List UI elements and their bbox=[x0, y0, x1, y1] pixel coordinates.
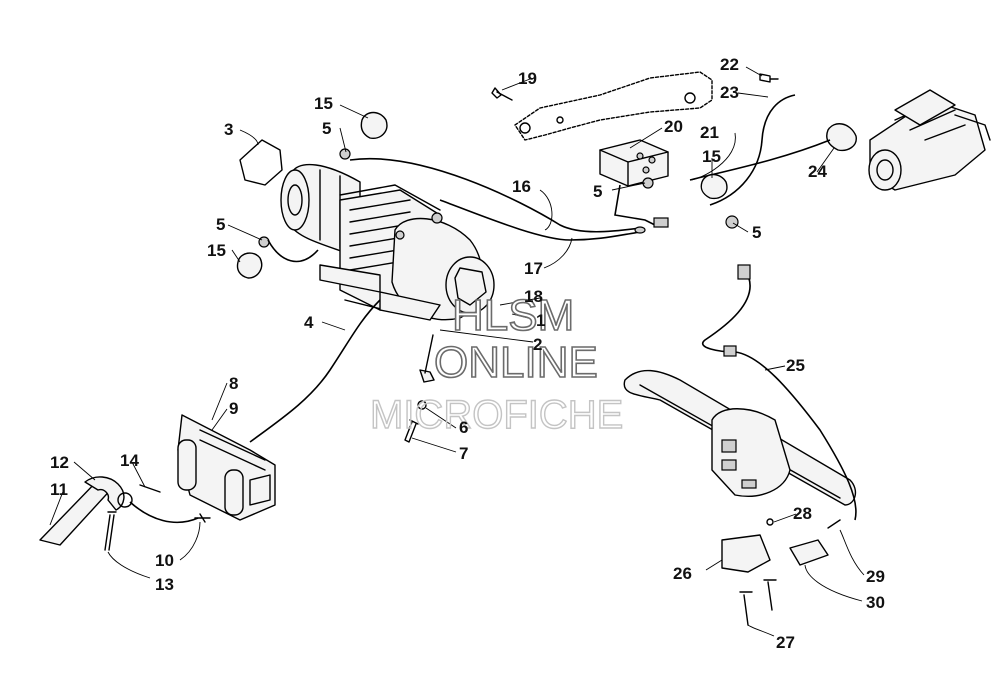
harness-plug-mid bbox=[723, 345, 737, 357]
callout-26: 26 bbox=[673, 564, 692, 583]
watermark: HLSM ONLINE MICROFICHE bbox=[369, 290, 624, 438]
nut-5-right bbox=[725, 215, 739, 229]
pin-14 bbox=[139, 484, 161, 493]
terminal-22 bbox=[759, 73, 779, 83]
callout-24: 24 bbox=[808, 162, 827, 181]
harness-connector bbox=[653, 217, 669, 228]
roller-fairlead bbox=[177, 414, 276, 521]
cable-end-16 bbox=[634, 226, 646, 234]
cable-4 bbox=[249, 299, 381, 443]
nut-5-upper-left bbox=[339, 148, 351, 160]
cable-23 bbox=[709, 94, 796, 206]
contactor-box bbox=[599, 139, 669, 187]
callout-18: 18 bbox=[524, 287, 543, 306]
screw-27a bbox=[739, 591, 753, 626]
callout-20: 20 bbox=[664, 117, 683, 136]
hook-12 bbox=[84, 476, 125, 511]
watermark-line-3: MICROFICHE bbox=[370, 393, 623, 437]
bolt-19 bbox=[491, 87, 513, 101]
callout-2: 2 bbox=[533, 335, 542, 354]
callout-22: 22 bbox=[720, 55, 739, 74]
callout-19: 19 bbox=[518, 69, 537, 88]
winch-gearbox bbox=[391, 212, 495, 321]
callout-23: 23 bbox=[720, 83, 739, 102]
callout-15-right: 15 bbox=[702, 147, 721, 166]
watermark-line-2: ONLINE bbox=[434, 338, 598, 387]
bracket-2 bbox=[419, 369, 435, 383]
washer-6 bbox=[417, 400, 427, 410]
watermark-line-1: HLSM bbox=[452, 291, 574, 340]
nut-5-lower-left bbox=[258, 236, 270, 248]
callout-5-upper-left: 5 bbox=[322, 119, 331, 138]
gasket-3 bbox=[239, 139, 283, 186]
cable-17 bbox=[439, 199, 641, 241]
boot-15-lower-left bbox=[236, 252, 263, 279]
mounting-bracket bbox=[514, 71, 713, 141]
callout-12: 12 bbox=[50, 453, 69, 472]
callout-29: 29 bbox=[866, 567, 885, 586]
callout-27: 27 bbox=[776, 633, 795, 652]
screw-27b bbox=[763, 579, 777, 611]
callout-5-right: 5 bbox=[752, 223, 761, 242]
cable-16 bbox=[349, 158, 641, 233]
callout-5-lower-left: 5 bbox=[216, 215, 225, 234]
callout-17: 17 bbox=[524, 259, 543, 278]
callout-9: 9 bbox=[229, 399, 238, 418]
pin-13 bbox=[104, 511, 117, 551]
callout-30: 30 bbox=[866, 593, 885, 612]
starter-motor bbox=[868, 89, 991, 191]
callout-13: 13 bbox=[155, 575, 174, 594]
callout-7: 7 bbox=[459, 444, 468, 463]
harness-plug-top bbox=[737, 264, 751, 280]
boot-24 bbox=[826, 123, 857, 152]
leader-bracket-2 bbox=[424, 334, 434, 374]
callout-21: 21 bbox=[700, 123, 719, 142]
bolt-7 bbox=[404, 419, 419, 443]
callout-labels: 19 22 23 20 21 15 24 5 5 16 17 15 5 3 5 … bbox=[50, 55, 885, 652]
callout-3: 3 bbox=[224, 120, 233, 139]
leader-lines bbox=[49, 66, 865, 637]
winch-base-plate bbox=[319, 264, 441, 321]
short-lead-left bbox=[267, 239, 319, 263]
callout-11: 11 bbox=[50, 480, 68, 499]
callout-16: 16 bbox=[512, 177, 531, 196]
clamp-26 bbox=[721, 534, 771, 573]
boot-15-upper-left bbox=[360, 111, 388, 139]
callout-5-upper: 5 bbox=[593, 182, 602, 201]
screw-29 bbox=[827, 519, 841, 529]
switch-housing bbox=[711, 408, 791, 497]
washer-28 bbox=[766, 518, 774, 526]
callout-10: 10 bbox=[155, 551, 174, 570]
callout-1: 1 bbox=[536, 311, 545, 330]
callout-14: 14 bbox=[120, 451, 139, 470]
callout-25: 25 bbox=[786, 356, 805, 375]
switch-harness-25 bbox=[702, 269, 857, 521]
clamp-30 bbox=[789, 539, 829, 566]
callout-4: 4 bbox=[304, 313, 314, 332]
bolt-10 bbox=[194, 513, 211, 523]
hook-cable bbox=[129, 501, 199, 524]
callout-28: 28 bbox=[793, 504, 812, 523]
harness-lead bbox=[614, 184, 656, 226]
boot-15-right bbox=[700, 173, 728, 200]
callout-6: 6 bbox=[459, 418, 468, 437]
callout-15-upper-left: 15 bbox=[314, 94, 333, 113]
callout-15-lower-left: 15 bbox=[207, 241, 226, 260]
clevis bbox=[117, 492, 133, 508]
callout-8: 8 bbox=[229, 374, 238, 393]
